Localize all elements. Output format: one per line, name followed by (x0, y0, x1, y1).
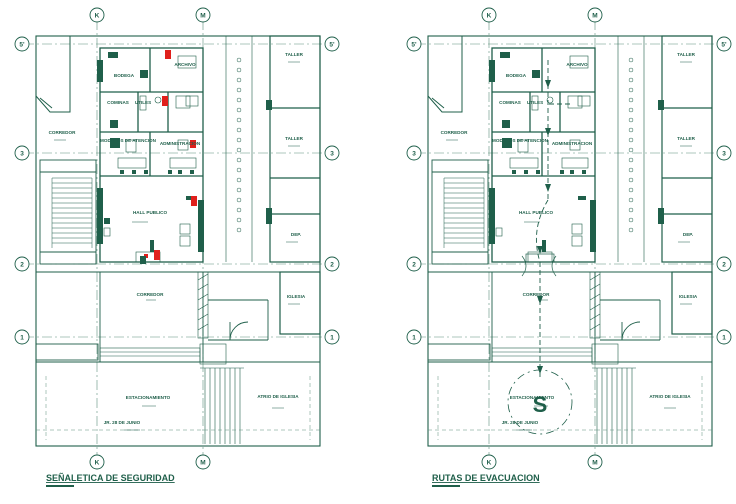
plan-title-senaletica: SEÑALETICA DE SEGURIDAD (46, 473, 175, 483)
room-label-estacionamiento: ESTACIONAMIENTO (510, 395, 555, 400)
plan-titles: SEÑALETICA DE SEGURIDAD RUTAS DE EVACUAC… (46, 473, 540, 487)
room-label-bodega: BODEGA (506, 73, 527, 78)
safety-sign-icon (162, 96, 168, 106)
room-label-iglesia: IGLESIA (679, 294, 698, 299)
axis-label-col: K (95, 13, 100, 20)
axis-label-col: M (592, 460, 597, 467)
room-label-taller2: TALLER (285, 136, 303, 141)
axis-label-row: 1 (412, 335, 416, 342)
safety-sign-icon (154, 250, 160, 260)
room-label-administracion: ADMINISTRACION (552, 141, 593, 146)
axis-label-row: 1 (20, 335, 24, 342)
axis-labels: K M K M 5' 3 2 1 5' 3 2 1 (19, 13, 335, 467)
axis-label-col: K (95, 460, 100, 467)
room-label-hall: HALL PUBLICO (519, 210, 554, 215)
axis-label-row: 1 (330, 335, 334, 342)
room-label-modulos: MODULOS DE ATENCION (492, 138, 549, 143)
room-label-dep: DEP. (291, 232, 301, 237)
room-label-archivo: ARCHIVO (174, 62, 196, 67)
axis-labels-right: K M K M 5' 3 2 1 5' 3 2 1 (411, 13, 727, 467)
room-label-taller2: TALLER (677, 136, 695, 141)
axis-label-col: K (487, 13, 492, 20)
assembly-point-icon: S (533, 392, 548, 417)
axis-label-row: 2 (20, 262, 24, 269)
plan-title-rutas: RUTAS DE EVACUACION (432, 473, 540, 483)
room-label-cominas: COMINAS (499, 100, 521, 105)
room-label-estacionamiento: ESTACIONAMIENTO (126, 395, 171, 400)
room-label-corredor: CORREDOR (137, 292, 164, 297)
room-label-corredor-left: CORREDOR (441, 130, 468, 135)
room-label-dep: DEP. (683, 232, 693, 237)
room-label-corredor: CORREDOR (523, 292, 550, 297)
evacuation-arrows (537, 80, 551, 374)
room-labels-rutas: BODEGA ARCHIVO COMINAS UTILES MODULOS DE… (441, 52, 698, 425)
evacuation-route (535, 60, 570, 380)
room-label-hall: HALL PUBLICO (133, 210, 168, 215)
room-label-atrio: ATRIO DE IGLESIA (649, 394, 691, 399)
room-label-archivo: ARCHIVO (566, 62, 588, 67)
axis-label-row: 1 (722, 335, 726, 342)
axis-label-row: 3 (412, 151, 416, 158)
axis-label-row: 3 (722, 151, 726, 158)
axis-label-row: 3 (330, 151, 334, 158)
safety-signs (144, 50, 197, 260)
axis-label-col: M (592, 13, 597, 20)
room-label-iglesia: IGLESIA (287, 294, 306, 299)
assembly-point: S (507, 369, 573, 435)
plan-senaletica (14, 7, 340, 470)
room-label-bodega: BODEGA (114, 73, 135, 78)
room-label-taller1: TALLER (677, 52, 695, 57)
axis-label-row: 2 (330, 262, 334, 269)
room-label-cominas: COMINAS (107, 100, 129, 105)
room-label-street: JR. 28 DE JUNIO (104, 420, 141, 425)
room-label-corredor-left: CORREDOR (49, 130, 76, 135)
assembly-point-circle (507, 369, 573, 435)
axis-label-row: 2 (722, 262, 726, 269)
room-label-atrio: ATRIO DE IGLESIA (257, 394, 299, 399)
axis-label-col: K (487, 460, 492, 467)
axis-label-col: M (200, 460, 205, 467)
safety-sign-icon (190, 140, 196, 148)
axis-label-row: 2 (412, 262, 416, 269)
room-label-street: JR. 28 DE JUNIO (502, 420, 539, 425)
axis-label-col: M (200, 13, 205, 20)
plan-rutas (406, 7, 732, 470)
room-label-taller1: TALLER (285, 52, 303, 57)
axis-label-row: 5' (19, 42, 25, 49)
axis-label-row: 5' (721, 42, 727, 49)
safety-sign-icon (191, 196, 197, 206)
room-label-modulos: MODULOS DE ATENCION (100, 138, 157, 143)
axis-label-row: 5' (411, 42, 417, 49)
room-label-administracion: ADMINISTRACION (160, 141, 201, 146)
safety-sign-icon (165, 50, 171, 59)
room-labels-senaletica: BODEGA ARCHIVO COMINAS UTILES MODULOS DE… (49, 52, 306, 425)
axis-label-row: 3 (20, 151, 24, 158)
axis-label-row: 5' (329, 42, 335, 49)
room-label-utiles: UTILES (135, 100, 151, 105)
room-label-utiles: UTILES (527, 100, 543, 105)
